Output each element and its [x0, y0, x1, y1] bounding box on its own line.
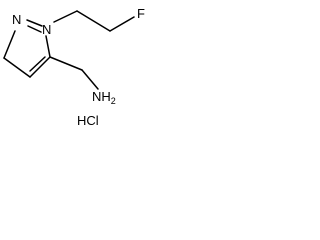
bond-n1-n2-double — [27, 25, 42, 33]
bond-c4-c5-single — [29, 56, 51, 78]
atom-label-fluorine: F — [137, 6, 145, 21]
bond-c5-ch2 — [49, 56, 83, 71]
bond-ch2-ch2 — [76, 10, 111, 32]
amine-subscript: 2 — [111, 96, 116, 106]
atom-label-n1: N — [42, 22, 51, 37]
bond-ch2-f — [109, 16, 135, 32]
bond-n1-n2-single — [26, 19, 43, 27]
bond-c4-c5-double — [29, 56, 46, 72]
atom-label-amine: NH2 — [92, 89, 116, 106]
amine-nh: NH — [92, 89, 111, 104]
bond-n1-ch2 — [53, 10, 78, 23]
bond-ch2-nh2 — [81, 69, 99, 90]
chemical-structure: N N F NH2 HCl — [3, 6, 145, 128]
atom-label-n2: N — [12, 12, 21, 27]
bond-c3-c4 — [3, 57, 31, 78]
bond-c5-n1 — [45, 35, 51, 58]
salt-label-hcl: HCl — [77, 113, 99, 128]
bond-n2-c3 — [3, 30, 16, 59]
